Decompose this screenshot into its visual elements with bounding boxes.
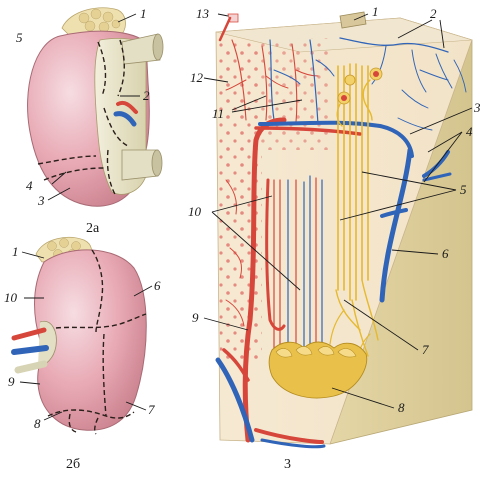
fig2a-label-2: 2 [143, 88, 150, 103]
fig3-label-2: 2 [430, 6, 437, 21]
fig3-label-12: 12 [190, 70, 204, 85]
fig3-label-11: 11 [212, 106, 224, 121]
fig3-label-7: 7 [422, 342, 429, 357]
fig3-label-9: 9 [192, 310, 199, 325]
fig3-caption: 3 [284, 457, 291, 472]
nephron-block-figure-3: 13 1 2 12 11 3 4 5 6 10 7 8 9 3 [188, 4, 481, 472]
fig2b-label-10: 10 [4, 290, 18, 305]
fig2b-label-7: 7 [148, 402, 155, 417]
fig3-label-10: 10 [188, 204, 202, 219]
glomeruli-shapes [336, 67, 383, 127]
fig3-label-1: 1 [372, 4, 379, 19]
kidney-figure-2b: 1 6 7 8 9 10 2б [4, 237, 161, 472]
fig2a-label-5: 5 [16, 30, 23, 45]
fig3-label-5: 5 [460, 182, 467, 197]
fig3-label-8: 8 [398, 400, 405, 415]
fig2b-label-1: 1 [12, 244, 19, 259]
fig2b-caption: 2б [66, 457, 80, 472]
fig2b-label-8: 8 [34, 416, 41, 431]
kidney-figure-2a: 1 2 3 4 5 2a [16, 6, 164, 236]
fig3-label-3: 3 [473, 100, 481, 115]
fig2a-caption: 2a [86, 221, 100, 236]
fig3-label-13: 13 [196, 6, 210, 21]
fig2a-label-1: 1 [140, 6, 147, 21]
fig2a-label-3: 3 [37, 193, 45, 208]
fig3-label-4: 4 [466, 124, 473, 139]
fig2b-label-9: 9 [8, 374, 15, 389]
fig2a-label-4: 4 [26, 178, 33, 193]
fig2b-label-6: 6 [154, 278, 161, 293]
fig3-label-6: 6 [442, 246, 449, 261]
